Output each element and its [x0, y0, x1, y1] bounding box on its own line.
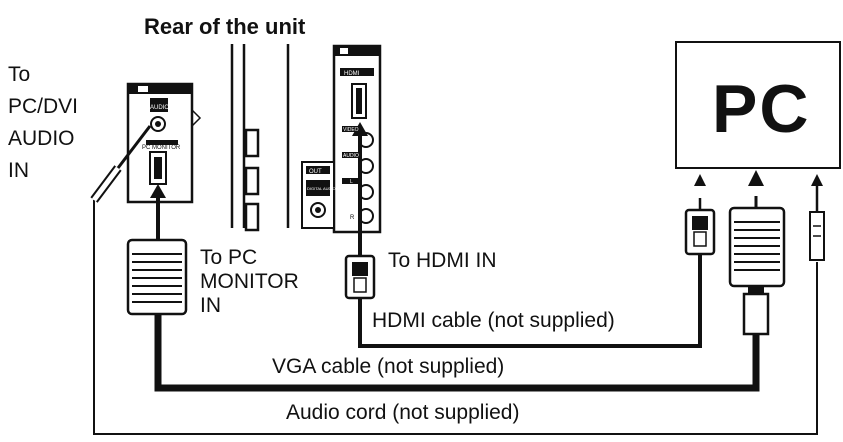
vga-cable	[126, 196, 786, 392]
arrow-to-pc-monitor-in	[150, 184, 166, 240]
arrow-audio-to-pc	[811, 174, 823, 200]
pc-monitor-in-line-1: To PC	[200, 246, 258, 269]
audio-in-line-2: PC/DVI	[8, 95, 79, 118]
pc-label: PC	[712, 71, 811, 147]
hdmi-in-label: To HDMI IN	[388, 249, 497, 272]
arrow-to-hdmi-in	[352, 122, 368, 256]
right-jack-panel	[301, 44, 382, 234]
pc-monitor-in-label: To PC MONITOR IN	[200, 246, 299, 318]
audio-in-line-1: To	[8, 63, 31, 86]
audio-cord	[90, 125, 825, 435]
audio-in-label: To PC/DVI AUDIO IN	[8, 62, 78, 184]
vga-cable-label: VGA cable (not supplied)	[272, 355, 505, 378]
arrow-hdmi-to-pc	[694, 174, 706, 186]
rear-slot-panel	[230, 44, 290, 232]
audio-in-line-3: AUDIO	[8, 127, 75, 150]
audio-in-line-4: IN	[8, 159, 29, 182]
arrow-vga-to-pc	[748, 170, 764, 186]
left-jack-panel	[126, 82, 202, 204]
audio-cord-label: Audio cord (not supplied)	[286, 401, 520, 424]
rear-unit-title: Rear of the unit	[144, 14, 306, 39]
pc-box	[675, 41, 841, 169]
hdmi-cable	[344, 198, 716, 348]
hdmi-cable-label: HDMI cable (not supplied)	[372, 309, 615, 332]
pc-monitor-in-line-3: IN	[200, 294, 221, 317]
pc-monitor-in-line-2: MONITOR	[200, 270, 299, 293]
